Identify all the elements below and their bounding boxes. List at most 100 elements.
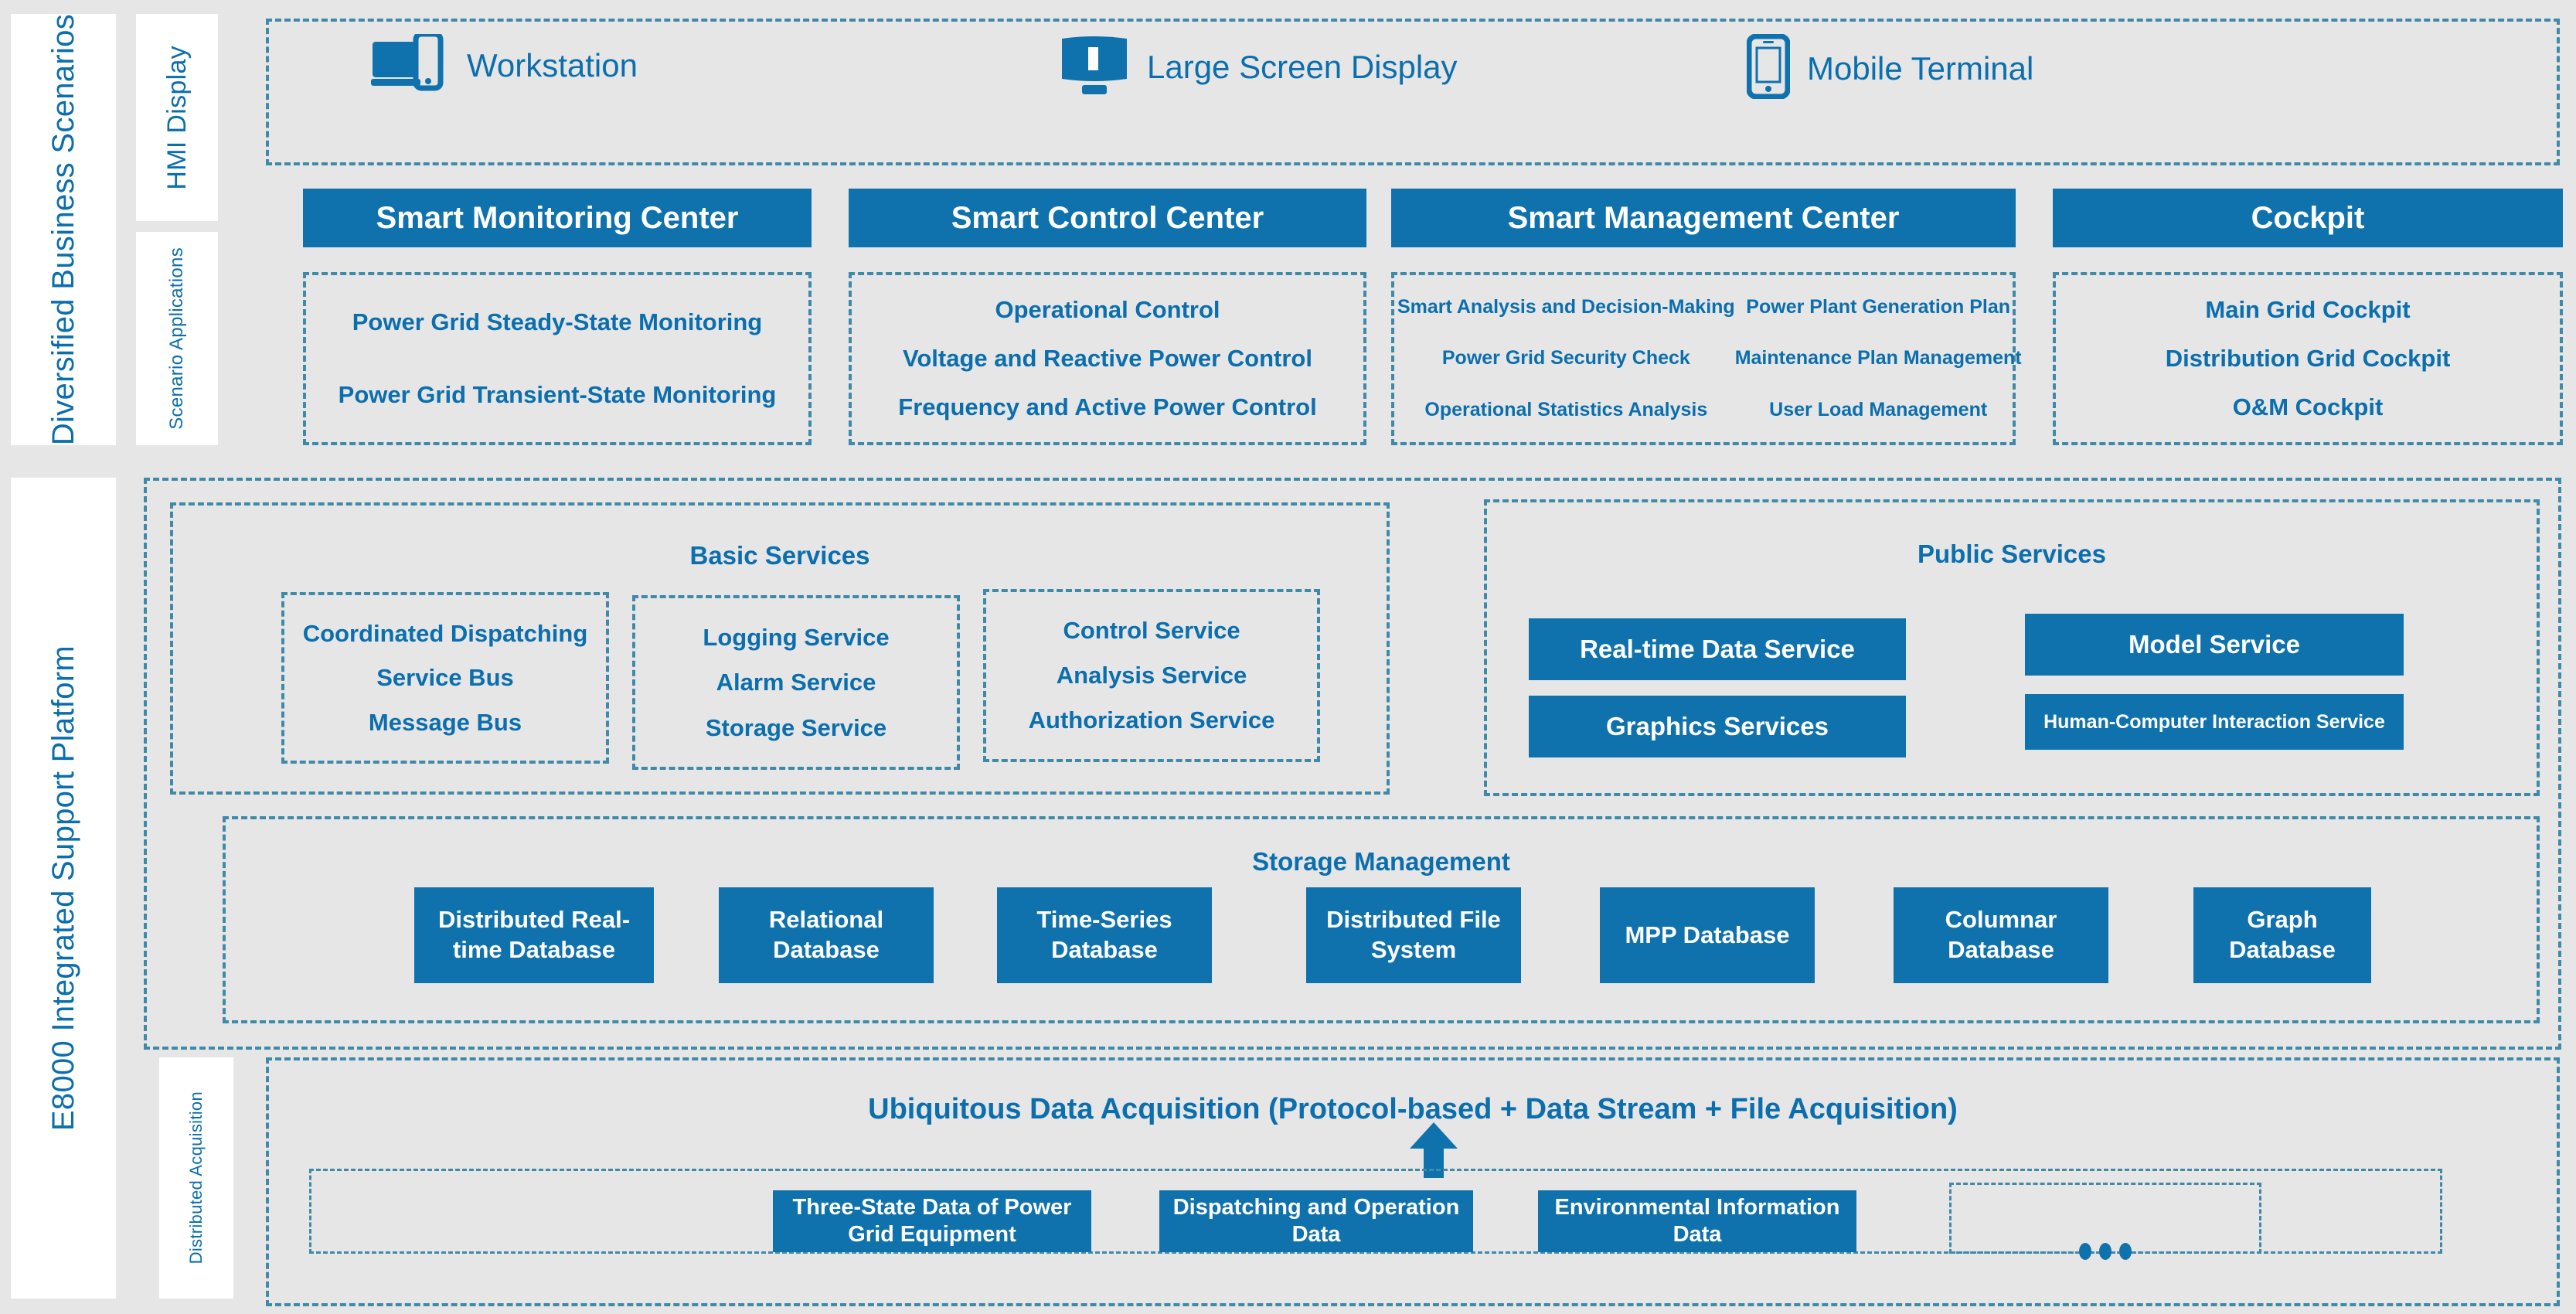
storage-management-title: Storage Management bbox=[1252, 847, 1510, 876]
chip-model-service[interactable]: Model Service bbox=[2025, 614, 2404, 676]
rail-diversified-business-scenarios: Diversified Business Scenarios bbox=[11, 14, 116, 445]
acquisition-sources-box bbox=[309, 1169, 2442, 1254]
column-body-smart-control-center: Operational Control Voltage and Reactive… bbox=[849, 272, 1366, 445]
rail-label-text: Distributed Acquisition bbox=[186, 1091, 206, 1265]
list-item[interactable]: Main Grid Cockpit bbox=[2205, 296, 2411, 324]
device-workstation[interactable]: Workstation bbox=[371, 31, 638, 97]
chip-database[interactable]: Distributed File System bbox=[1306, 887, 1521, 983]
list-item[interactable]: User Load Management bbox=[1769, 398, 1988, 420]
list-item[interactable]: Logging Service bbox=[703, 623, 890, 651]
chip-label: Relational Database bbox=[768, 906, 884, 963]
chip-database[interactable]: Columnar Database bbox=[1894, 887, 2108, 983]
rail-label-text: HMI Display bbox=[162, 45, 192, 190]
list-item[interactable]: Alarm Service bbox=[716, 669, 876, 696]
chip-label: Columnar Database bbox=[1945, 906, 2057, 963]
list-item[interactable]: Service Bus bbox=[376, 664, 514, 691]
column-body-smart-monitoring-center: Power Grid Steady-State Monitoring Power… bbox=[303, 272, 812, 445]
chip-database[interactable]: Time-Series Database bbox=[997, 887, 1212, 983]
chip-label: Distributed File System bbox=[1326, 906, 1501, 963]
chip-label: Distributed Real-time Database bbox=[437, 906, 631, 963]
rail-label-text: E8000 Integrated Support Platform bbox=[46, 645, 80, 1132]
public-services-title: Public Services bbox=[1918, 540, 2106, 568]
rail-scenario-applications: Scenario Applications bbox=[136, 232, 218, 445]
list-item[interactable]: Control Service bbox=[1063, 617, 1240, 644]
ellipsis-dot bbox=[2119, 1243, 2132, 1260]
list-item[interactable]: Message Bus bbox=[368, 708, 522, 736]
column-title: Cockpit bbox=[2251, 200, 2365, 235]
chip-label: Graph Database bbox=[2229, 906, 2336, 963]
acquisition-outer-box bbox=[266, 1057, 2560, 1306]
column-body-smart-management-center: Smart Analysis and Decision-Making Power… bbox=[1391, 272, 2022, 445]
rail-e8000-integrated-support-platform: E8000 Integrated Support Platform bbox=[11, 478, 116, 1299]
list-item[interactable]: Maintenance Plan Management bbox=[1734, 347, 2022, 369]
upward-arrow-icon bbox=[1407, 1122, 1461, 1178]
column-title: Smart Control Center bbox=[951, 200, 1264, 235]
device-mobile-terminal[interactable]: Mobile Terminal bbox=[1746, 33, 2034, 103]
column-header-cockpit[interactable]: Cockpit bbox=[2053, 189, 2563, 247]
chip-label: Environmental Information Data bbox=[1554, 1195, 1840, 1247]
list-item[interactable]: Power Plant Generation Plan bbox=[1746, 295, 2011, 318]
device-label: Mobile Terminal bbox=[1807, 49, 2034, 87]
chip-label: Real-time Data Service bbox=[1580, 635, 1855, 663]
hmi-display-strip bbox=[266, 19, 2560, 165]
chip-acquisition-source[interactable]: Dispatching and Operation Data bbox=[1159, 1190, 1473, 1252]
storage-management-box bbox=[223, 816, 2540, 1023]
chip-graphics-services[interactable]: Graphics Services bbox=[1529, 696, 1906, 757]
list-item[interactable]: Coordinated Dispatching bbox=[302, 619, 588, 647]
rail-hmi-display: HMI Display bbox=[136, 14, 218, 221]
list-item[interactable]: Distribution Grid Cockpit bbox=[2165, 344, 2451, 372]
list-item[interactable]: Analysis Service bbox=[1056, 662, 1247, 689]
workstation-icon bbox=[371, 31, 450, 97]
list-item[interactable]: Authorization Service bbox=[1028, 706, 1275, 734]
platform-outer-frame bbox=[144, 478, 2561, 1050]
basic-services-group-3: Control Service Analysis Service Authori… bbox=[983, 589, 1320, 762]
chip-label: MPP Database bbox=[1625, 921, 1790, 948]
column-header-smart-control-center[interactable]: Smart Control Center bbox=[849, 189, 1366, 247]
device-label: Workstation bbox=[467, 46, 638, 83]
ellipsis-icon bbox=[1949, 1243, 2261, 1260]
column-header-smart-management-center[interactable]: Smart Management Center bbox=[1391, 189, 2016, 247]
list-item[interactable]: Power Grid Security Check bbox=[1441, 347, 1690, 369]
list-item[interactable]: Frequency and Active Power Control bbox=[898, 393, 1317, 420]
list-item[interactable]: Voltage and Reactive Power Control bbox=[903, 344, 1312, 372]
chip-acquisition-source[interactable]: Environmental Information Data bbox=[1538, 1190, 1856, 1252]
chip-acquisition-source[interactable]: Three-State Data of Power Grid Equipment bbox=[773, 1190, 1091, 1252]
device-large-screen-display[interactable]: Large Screen Display bbox=[1059, 34, 1458, 100]
chip-real-time-data-service[interactable]: Real-time Data Service bbox=[1529, 618, 1906, 680]
column-title: Smart Monitoring Center bbox=[376, 200, 739, 235]
basic-services-title: Basic Services bbox=[689, 541, 870, 570]
chip-human-computer-interaction-service[interactable]: Human-Computer Interaction Service bbox=[2025, 694, 2404, 750]
chip-database[interactable]: Graph Database bbox=[2193, 887, 2371, 983]
chip-database[interactable]: Relational Database bbox=[719, 887, 934, 983]
list-item[interactable]: O&M Cockpit bbox=[2232, 393, 2384, 420]
public-services-box bbox=[1484, 499, 2540, 796]
column-body-cockpit: Main Grid Cockpit Distribution Grid Cock… bbox=[2053, 272, 2563, 445]
large-screen-display-icon bbox=[1059, 34, 1130, 100]
chip-label: Model Service bbox=[2129, 630, 2300, 659]
basic-services-group-1: Coordinated Dispatching Service Bus Mess… bbox=[281, 592, 609, 764]
list-item[interactable]: Operational Statistics Analysis bbox=[1424, 398, 1708, 420]
ellipsis-dot bbox=[2099, 1243, 2112, 1260]
mobile-terminal-icon bbox=[1746, 33, 1791, 103]
list-item[interactable]: Smart Analysis and Decision-Making bbox=[1397, 295, 1735, 318]
list-item[interactable]: Power Grid Transient-State Monitoring bbox=[338, 380, 777, 408]
column-header-smart-monitoring-center[interactable]: Smart Monitoring Center bbox=[303, 189, 812, 247]
chip-database[interactable]: Distributed Real-time Database bbox=[414, 887, 654, 983]
basic-services-group-2: Logging Service Alarm Service Storage Se… bbox=[632, 595, 960, 770]
list-item[interactable]: Operational Control bbox=[995, 296, 1220, 324]
chip-label: Dispatching and Operation Data bbox=[1172, 1195, 1460, 1247]
basic-services-box bbox=[170, 502, 1390, 795]
list-item[interactable]: Power Grid Steady-State Monitoring bbox=[352, 308, 763, 335]
acquisition-title: Ubiquitous Data Acquisition (Protocol-ba… bbox=[868, 1093, 1958, 1125]
chip-database[interactable]: MPP Database bbox=[1600, 887, 1815, 983]
chip-label: Human-Computer Interaction Service bbox=[2043, 710, 2385, 733]
chip-label: Three-State Data of Power Grid Equipment bbox=[792, 1195, 1072, 1247]
chip-label: Time-Series Database bbox=[1036, 906, 1172, 963]
chip-label: Graphics Services bbox=[1605, 712, 1829, 740]
device-label: Large Screen Display bbox=[1147, 48, 1458, 85]
list-item[interactable]: Storage Service bbox=[705, 713, 887, 741]
rail-label-text: Diversified Business Scenarios bbox=[46, 13, 80, 446]
rail-distributed-acquisition: Distributed Acquisition bbox=[159, 1057, 233, 1299]
ellipsis-dot bbox=[2079, 1243, 2091, 1260]
